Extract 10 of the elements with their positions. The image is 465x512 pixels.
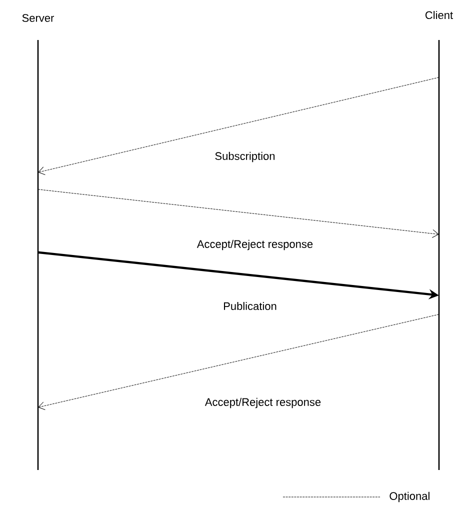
arrow xyxy=(38,77,440,176)
legend-label: Optional xyxy=(390,492,430,502)
edge-label: Accept/Reject response xyxy=(204,396,322,410)
lifeline-title: Client xyxy=(426,10,453,20)
edge-label: Subscription xyxy=(214,150,276,164)
edge-label: Publication xyxy=(222,300,278,312)
lifeline-title: Server xyxy=(22,14,54,22)
arrow xyxy=(38,189,439,238)
arrow xyxy=(38,314,440,410)
edge-label: Accept/Reject response xyxy=(196,238,314,252)
